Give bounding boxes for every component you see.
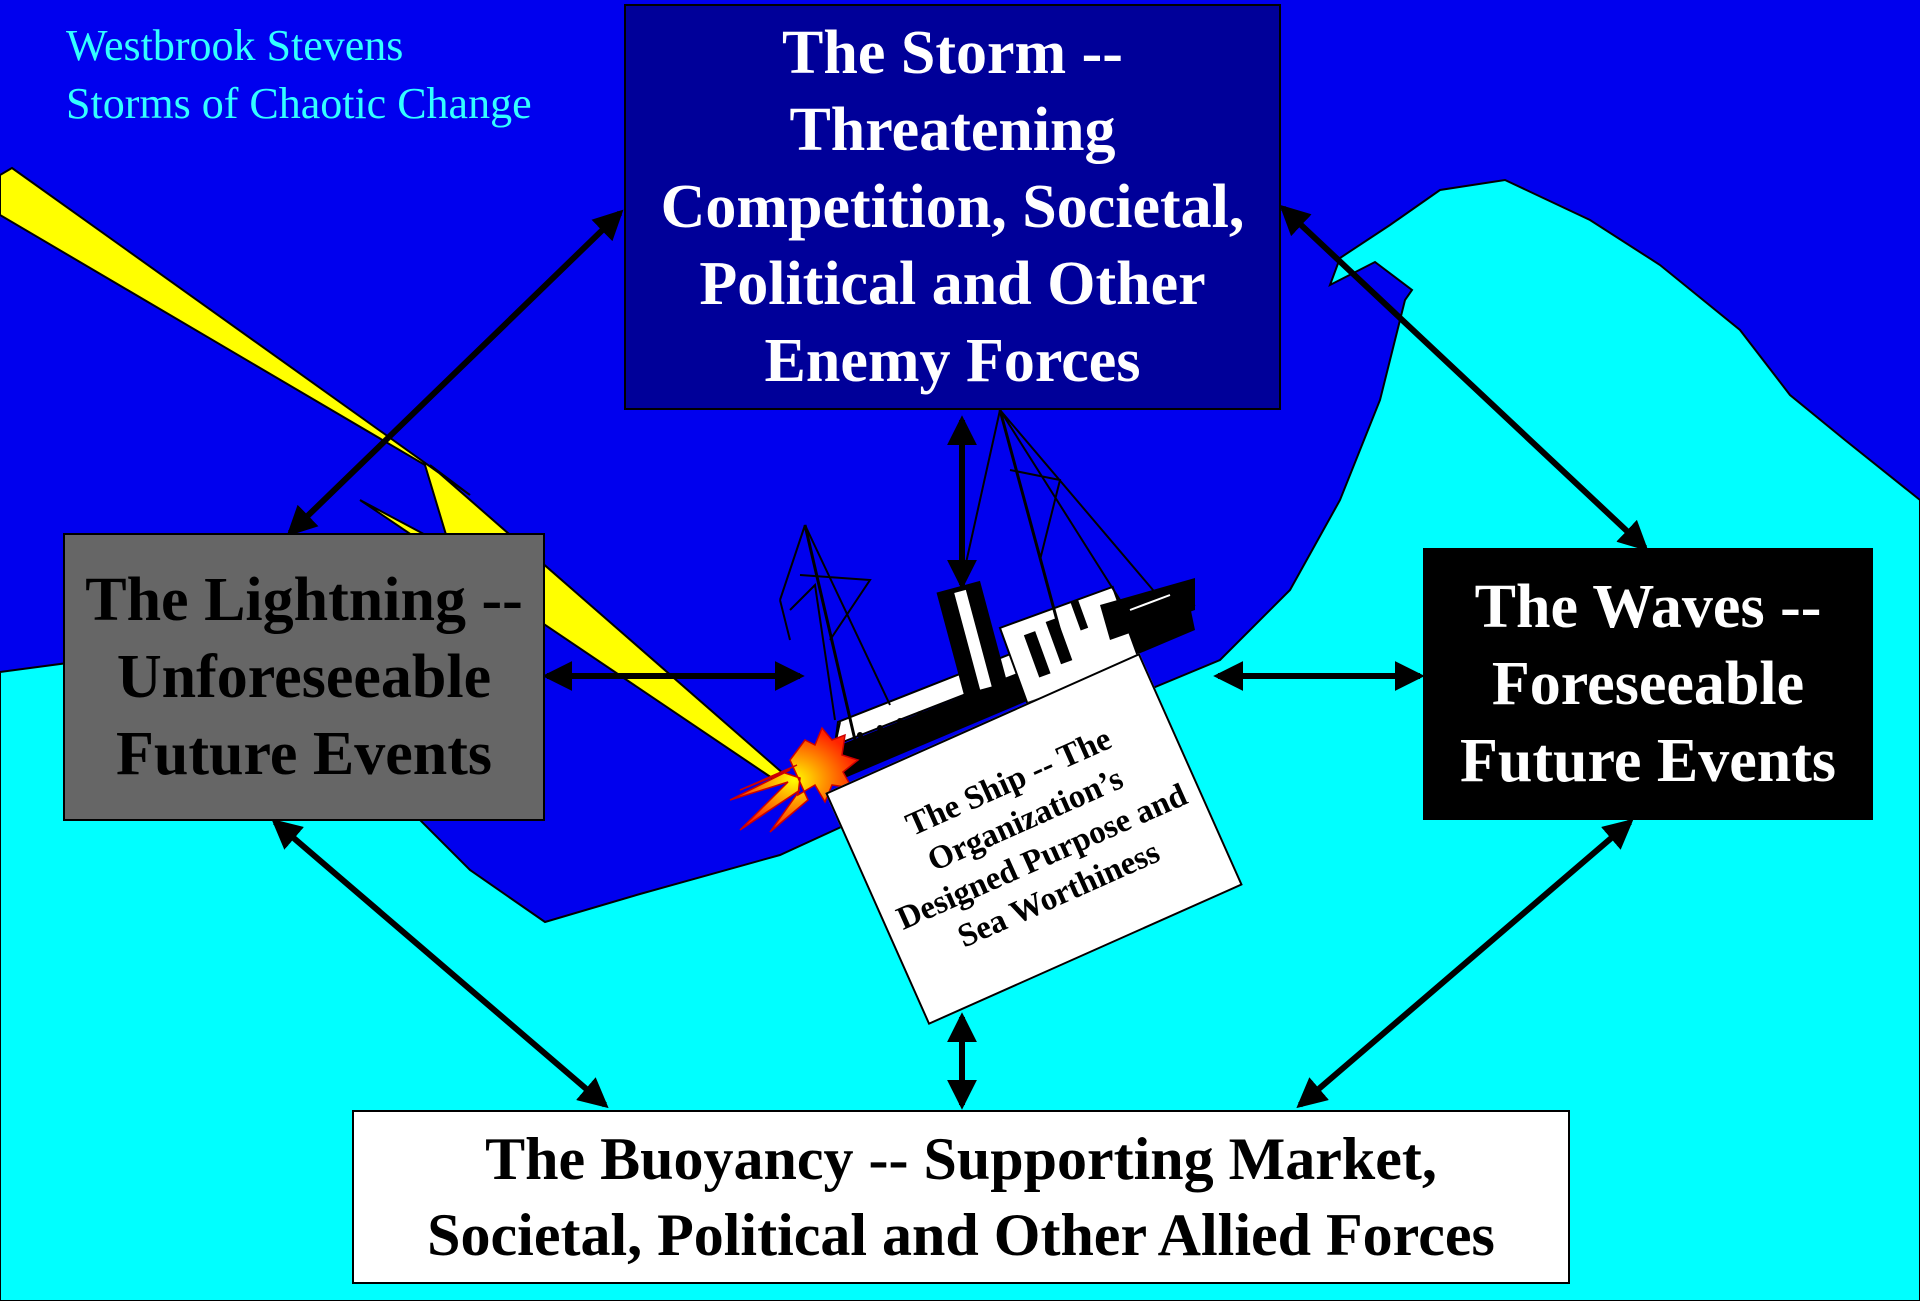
storm-line: Competition, Societal, xyxy=(660,172,1245,241)
buoyancy-line: The Buoyancy -- Supporting Market, xyxy=(485,1126,1437,1192)
storm-line: Enemy Forces xyxy=(764,326,1141,395)
buoyancy-text: The Buoyancy -- Supporting Market, Socie… xyxy=(427,1121,1495,1273)
arrow-lightning-buoyancy xyxy=(271,818,609,1109)
storm-line: Threatening xyxy=(789,95,1116,164)
waves-text: The Waves -- Foreseeable Future Events xyxy=(1460,569,1836,800)
lightning-line: Future Events xyxy=(115,719,492,788)
explosion-burst xyxy=(729,726,860,833)
lightning-text: The Lightning -- Unforeseeable Future Ev… xyxy=(85,562,523,793)
lightning-line: Unforeseeable xyxy=(116,642,492,711)
presentation-title: Storms of Chaotic Change xyxy=(66,79,532,128)
storm-line: The Storm -- xyxy=(782,18,1123,87)
storm-box: The Storm -- Threatening Competition, So… xyxy=(624,4,1281,410)
waves-line: The Waves -- xyxy=(1474,572,1822,641)
ship-illustration xyxy=(779,409,1196,780)
waves-box: The Waves -- Foreseeable Future Events xyxy=(1423,548,1873,820)
buoyancy-line: Societal, Political and Other Allied For… xyxy=(427,1202,1495,1268)
storm-text: The Storm -- Threatening Competition, So… xyxy=(661,15,1245,400)
buoyancy-box: The Buoyancy -- Supporting Market, Socie… xyxy=(352,1110,1570,1284)
arrow-storm-lightning xyxy=(286,209,624,537)
arrow-storm-waves xyxy=(1279,204,1649,552)
waves-line: Future Events xyxy=(1459,726,1837,795)
waves-line: Foreseeable xyxy=(1491,649,1805,718)
author-credit: Westbrook Stevens xyxy=(66,21,404,70)
lightning-line: The Lightning -- xyxy=(85,565,523,634)
lightning-box: The Lightning -- Unforeseeable Future Ev… xyxy=(63,533,545,821)
arrow-waves-buoyancy xyxy=(1296,818,1634,1109)
storm-line: Political and Other xyxy=(699,249,1206,318)
